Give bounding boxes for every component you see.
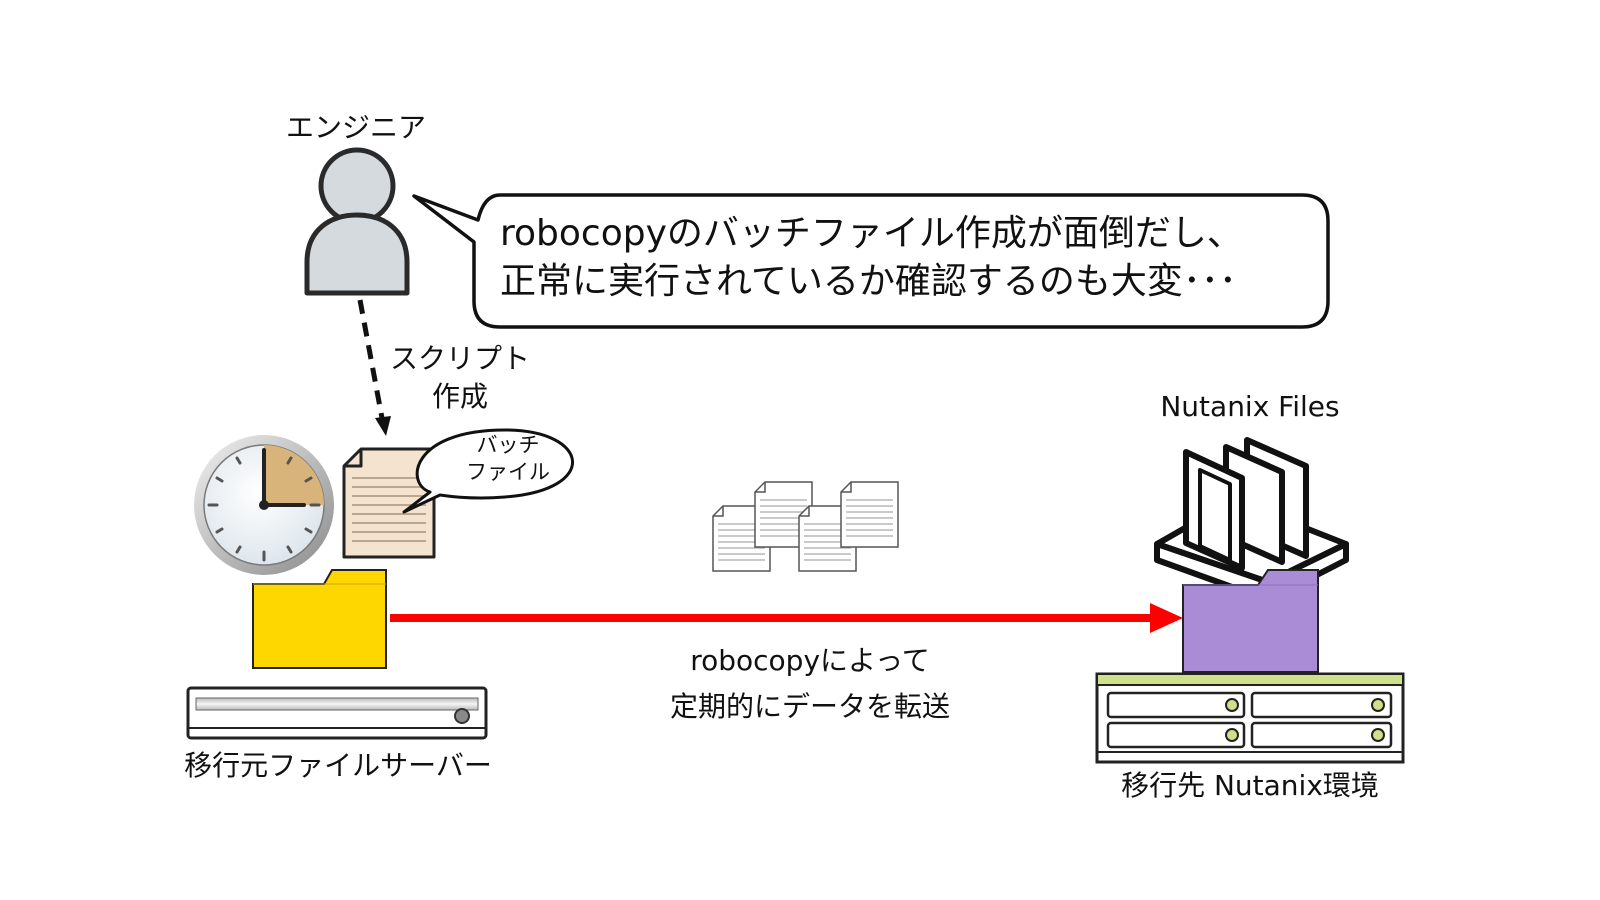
source-label: 移行元ファイルサーバー [184, 749, 492, 782]
person-icon [304, 147, 410, 296]
destination-label: 移行先 Nutanix環境 [1121, 769, 1379, 802]
clock-icon [194, 435, 334, 575]
speech-bubble [412, 193, 1330, 329]
script-step-label: スクリプト 作成 [380, 340, 540, 416]
transfer-arrow [390, 603, 1183, 633]
batch-file-icon [342, 447, 436, 559]
script-step-line: スクリプト [389, 342, 530, 375]
server-rack-icon [1095, 672, 1405, 764]
speech-text: robocopyのバッチファイル作成が面倒だし、 正常に実行されているか確認する… [500, 210, 1243, 306]
script-step-line: 作成 [431, 380, 488, 413]
documents-icon [712, 481, 899, 572]
speech-line: robocopyのバッチファイル作成が面倒だし、 [500, 213, 1243, 254]
transfer-label: robocopyによって 定期的にデータを転送 [620, 638, 1000, 730]
folder-icon [1182, 569, 1319, 673]
speech-line: 正常に実行されているか確認するのも大変･･･ [500, 261, 1237, 302]
batch-file-label: バッチ ファイル [438, 432, 578, 486]
nutanix-files-label: Nutanix Files [1160, 390, 1340, 423]
batch-file-bubble [402, 428, 574, 514]
batch-file-line: バッチ [476, 433, 540, 457]
folder-icon [252, 569, 387, 669]
engineer-label: エンジニア [286, 111, 427, 144]
script-dashed-arrow [357, 299, 391, 436]
server-icon [186, 686, 488, 740]
transfer-line: 定期的にデータを転送 [669, 690, 950, 723]
transfer-line: robocopyによって [690, 644, 930, 677]
batch-file-line: ファイル [466, 460, 550, 484]
